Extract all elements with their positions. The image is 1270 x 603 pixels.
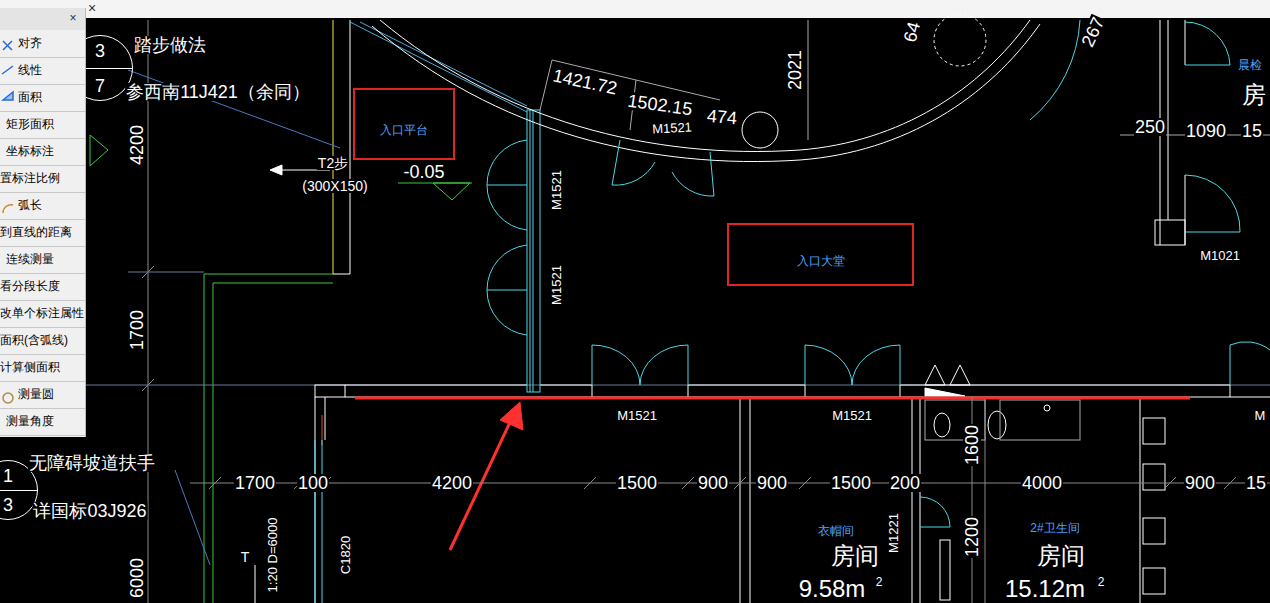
annotation-text: M1521 xyxy=(550,169,563,211)
tool-button: 线性 xyxy=(0,58,85,85)
callout-number: 3 xyxy=(95,42,105,60)
dimension-text: 1500 xyxy=(616,474,658,492)
annotation-text: 房间 xyxy=(1036,544,1086,568)
annotation-text: 房间 xyxy=(830,544,880,568)
dimension-text: 2021 xyxy=(786,49,804,91)
tool-button: 测量角度 xyxy=(0,409,85,436)
dimension-text: 200 xyxy=(889,474,921,492)
button-label: 到直线的距离 xyxy=(0,226,72,239)
room-name: 入口平台 xyxy=(380,124,428,137)
dimension-text: 4200 xyxy=(128,124,146,166)
annotation-text: 2#卫生间 xyxy=(1029,522,1080,534)
dimension-text: 900 xyxy=(756,474,788,492)
tool-button: 矩形面积 xyxy=(0,112,85,139)
button-label: 连续测量 xyxy=(6,253,54,266)
annotation-text: 15.12m xyxy=(1004,577,1086,601)
model-space xyxy=(0,18,1270,603)
dimension-text: 15 xyxy=(1241,122,1263,140)
dimension-text: 900 xyxy=(1184,474,1216,492)
dimension-text: 15 xyxy=(1245,474,1267,492)
annotation-text: 踏步做法 xyxy=(133,36,207,54)
tool-button: 计算侧面积 xyxy=(0,355,85,382)
callout-divider xyxy=(0,490,37,491)
tool-button: 坐标标注 xyxy=(0,139,85,166)
dimension-text: 4000 xyxy=(1021,474,1063,492)
annotation-text: M1521 xyxy=(550,264,563,306)
dimension-text: 1090 xyxy=(1185,122,1227,140)
callout-number: 3 xyxy=(3,496,13,514)
annotation-text: T2步 xyxy=(317,156,349,170)
top-bar xyxy=(0,0,1270,18)
close-button: × xyxy=(87,1,97,15)
button-label: 面积(含弧线) xyxy=(0,334,68,347)
linework xyxy=(85,14,1270,603)
callout-number: 1 xyxy=(3,467,13,485)
dimension-text: 1600 xyxy=(963,424,981,466)
tool-button: 对齐 xyxy=(0,31,85,58)
room-label-box: 入口大堂 xyxy=(727,223,914,286)
close-button: × xyxy=(68,12,77,24)
annotation-text: C1820 xyxy=(339,535,352,575)
dimension-text: 900 xyxy=(697,474,729,492)
dimension-text: 1:20 D=6000 xyxy=(266,517,279,594)
button-label: 测量角度 xyxy=(6,415,54,428)
button-label: 弧长 xyxy=(18,199,42,212)
button-label: 面积 xyxy=(18,91,42,104)
button-label: 对齐 xyxy=(18,37,42,50)
dimension-text: 4200 xyxy=(431,474,473,492)
button-label: 置标注比例 xyxy=(0,172,60,185)
annotation-text: 参西南11J421（余同） xyxy=(125,83,311,101)
tool-button: 测量圆 xyxy=(0,382,85,409)
dimension-text: 2 xyxy=(1097,576,1106,588)
annotation-text: M1521 xyxy=(651,120,693,135)
annotation-text: M xyxy=(1254,409,1267,422)
dimension-text: 2 xyxy=(875,576,884,588)
button-label: 坐标标注 xyxy=(6,145,54,158)
annotation-text: M1021 xyxy=(1199,249,1241,262)
tool-button: 面积(含弧线) xyxy=(0,328,85,355)
tool-button: 连续测量 xyxy=(0,247,85,274)
annotation-text: 无障碍坡道扶手 xyxy=(28,454,156,472)
dimension-text: 474 xyxy=(705,107,738,128)
tool-button: 面积 xyxy=(0,85,85,112)
dimension-text: 250 xyxy=(1134,118,1166,136)
annotation-text: (300X150) xyxy=(301,179,368,193)
tool-button: 看分段长度 xyxy=(0,274,85,301)
button-label: 矩形面积 xyxy=(6,118,54,131)
dimension-text: 1500 xyxy=(830,474,872,492)
dimension-text: -0.05 xyxy=(402,163,445,181)
button-label: 测量圆 xyxy=(18,388,54,401)
annotation-text: M1521 xyxy=(616,409,658,422)
tool-panel: 对齐线性面积矩形面积坐标标注置标注比例弧长到直线的距离连续测量看分段长度改单个标… xyxy=(0,8,86,437)
button-label: 改单个标注属性 xyxy=(0,307,84,320)
annotation-text: 衣帽间 xyxy=(817,525,855,537)
annotation-text: 晨检 xyxy=(1237,59,1263,71)
button-label: 计算侧面积 xyxy=(0,361,60,374)
dimension-text: 100 xyxy=(297,474,329,492)
callout-number: 7 xyxy=(95,77,105,95)
annotation-text: 9.58m xyxy=(798,577,867,601)
room-name: 入口大堂 xyxy=(797,255,845,268)
dimension-text: 1200 xyxy=(963,516,981,558)
annotation-text: 详国标03J926 xyxy=(32,502,147,520)
dimension-text: 6000 xyxy=(128,557,146,599)
tool-button: 置标注比例 xyxy=(0,166,85,193)
tool-button: 弧长 xyxy=(0,193,85,220)
icon-glyphs xyxy=(2,41,13,403)
room-label-box: 入口平台 xyxy=(353,88,455,160)
tool-button: 到直线的距离 xyxy=(0,220,85,247)
dimension-text: 1700 xyxy=(234,474,276,492)
annotation-text: 房 xyxy=(1241,83,1267,107)
annotation-text: M1521 xyxy=(831,409,873,422)
button-label: 线性 xyxy=(18,64,42,77)
button-label: 看分段长度 xyxy=(0,280,60,293)
tool-button: 改单个标注属性 xyxy=(0,301,85,328)
annotation-text: M1221 xyxy=(887,512,900,554)
annotation-text: T xyxy=(240,550,251,564)
dimension-text: 1700 xyxy=(128,309,146,351)
panel-header xyxy=(0,8,85,30)
